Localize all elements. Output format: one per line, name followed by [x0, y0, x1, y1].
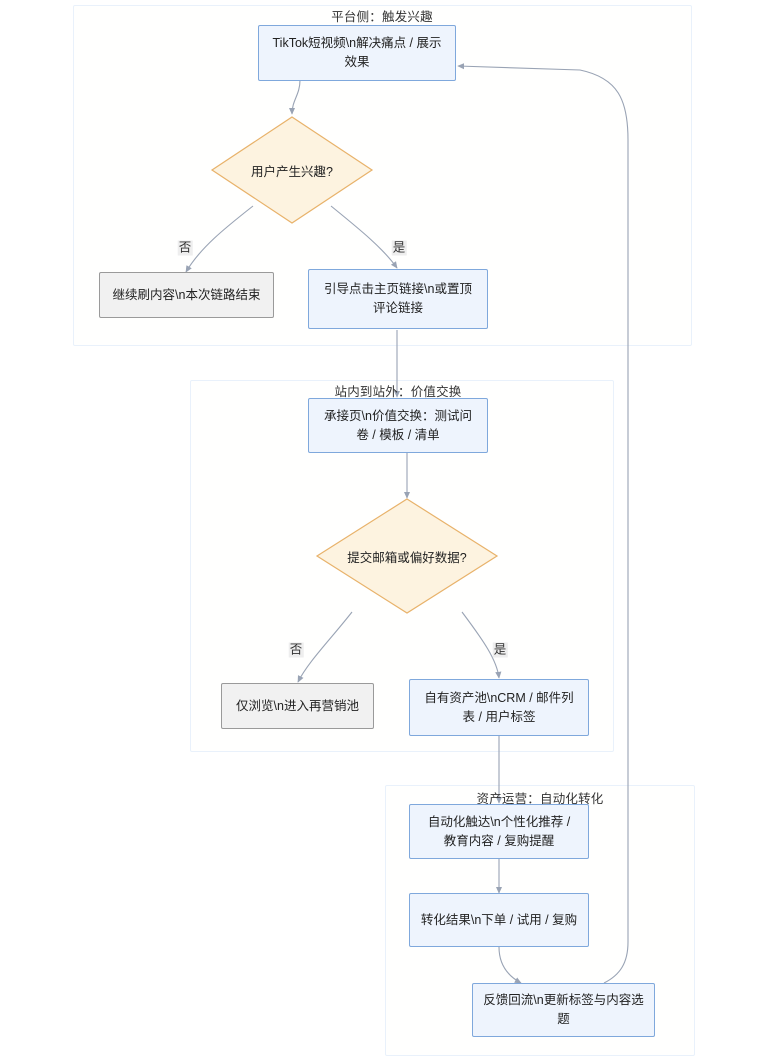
- node-tiktok-video-label: TikTok短视频\n解决痛点 / 展示效果: [272, 36, 442, 69]
- node-keep-scrolling-label: 继续刷内容\n本次链路结束: [112, 287, 261, 302]
- node-click-bio-link-label: 引导点击主页链接\n或置顶评论链接: [324, 282, 472, 315]
- node-automation-outreach-label: 自动化触达\n个性化推荐 / 教育内容 / 复购提醒: [427, 814, 571, 848]
- cluster-title-asset-ops: 资产运营：自动化转化: [476, 792, 604, 806]
- node-feedback-loop[interactable]: 反馈回流\n更新标签与内容选题: [472, 983, 655, 1037]
- node-owned-assets[interactable]: 自有资产池\nCRM / 邮件列表 / 用户标签: [409, 679, 589, 736]
- node-click-bio-link[interactable]: 引导点击主页链接\n或置顶评论链接: [308, 269, 488, 329]
- node-submit-decision[interactable]: 提交邮箱或偏好数据?: [315, 497, 499, 615]
- node-owned-assets-label: 自有资产池\nCRM / 邮件列表 / 用户标签: [424, 690, 574, 724]
- edge-label-interest-yes: 是: [391, 240, 407, 256]
- cluster-title-platform: 平台侧：触发兴趣: [331, 10, 433, 24]
- node-conversion-result[interactable]: 转化结果\n下单 / 试用 / 复购: [409, 893, 589, 947]
- diamond-shape: [210, 116, 374, 224]
- node-interest-decision[interactable]: 用户产生兴趣?: [210, 115, 374, 225]
- node-landing-page[interactable]: 承接页\n价值交换：测试问卷 / 模板 / 清单: [308, 398, 488, 453]
- node-feedback-loop-label: 反馈回流\n更新标签与内容选题: [483, 993, 644, 1026]
- diamond-shape: [315, 498, 499, 614]
- node-submit-decision-label: 提交邮箱或偏好数据?: [347, 550, 467, 565]
- edge-label-interest-no: 否: [177, 240, 193, 256]
- node-interest-decision-label: 用户产生兴趣?: [251, 164, 333, 179]
- node-tiktok-video[interactable]: TikTok短视频\n解决痛点 / 展示效果: [258, 25, 456, 81]
- node-keep-scrolling[interactable]: 继续刷内容\n本次链路结束: [99, 272, 274, 318]
- node-automation-outreach[interactable]: 自动化触达\n个性化推荐 / 教育内容 / 复购提醒: [409, 804, 589, 859]
- node-browse-only[interactable]: 仅浏览\n进入再营销池: [221, 683, 374, 729]
- node-landing-page-label: 承接页\n价值交换：测试问卷 / 模板 / 清单: [324, 408, 472, 442]
- node-conversion-result-label: 转化结果\n下单 / 试用 / 复购: [420, 912, 578, 927]
- node-browse-only-label: 仅浏览\n进入再营销池: [236, 698, 359, 713]
- edge-label-submit-no: 否: [288, 642, 304, 658]
- cluster-title-value-exchange: 站内到站外：价值交换: [334, 385, 462, 399]
- edge-label-submit-yes: 是: [492, 642, 508, 658]
